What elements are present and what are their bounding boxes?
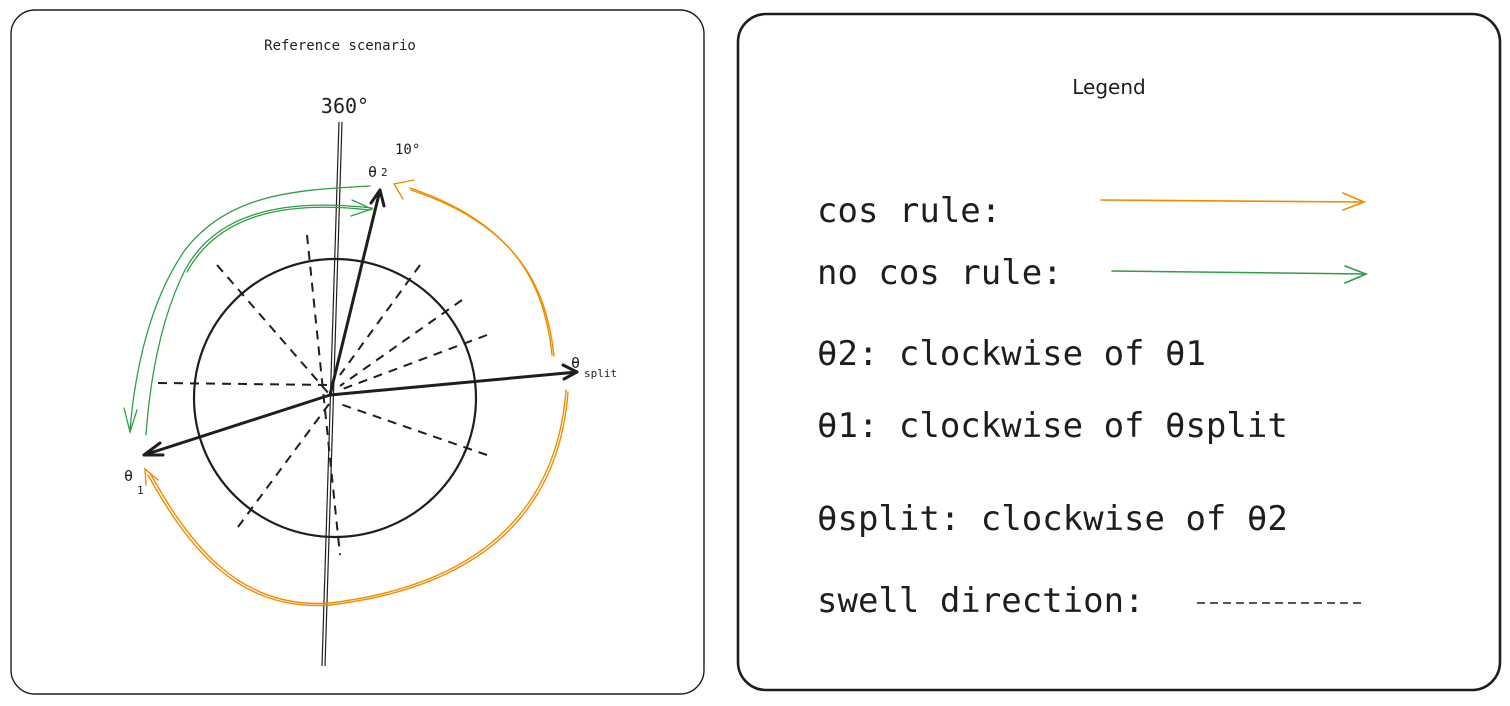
legend-frame bbox=[736, 12, 1502, 692]
theta2-symbol: θ bbox=[368, 163, 377, 181]
no-cos-rule-sample-arrow bbox=[1111, 265, 1369, 284]
theta1-symbol: θ bbox=[124, 467, 133, 485]
theta1-arrowhead bbox=[142, 441, 165, 457]
swell-line bbox=[237, 399, 333, 528]
thetasplit-arrowhead bbox=[561, 363, 579, 381]
nocos-arrow-sketch bbox=[186, 206, 371, 273]
swell-line bbox=[216, 264, 331, 396]
nocos-arrow-theta1-to-theta2 bbox=[145, 204, 373, 436]
cos-rule-label: cos rule: bbox=[817, 191, 1001, 231]
theta2-label: θ 2 10° bbox=[368, 142, 420, 181]
thetasplit-symbol: θ bbox=[571, 354, 580, 372]
direction-vectors bbox=[142, 188, 579, 457]
cos-rule-sample-arrow bbox=[1100, 192, 1367, 211]
thetasplit-vector bbox=[328, 370, 579, 397]
nocos-arrowhead bbox=[123, 407, 138, 435]
theta1-vector bbox=[142, 393, 332, 457]
theta1-label: θ 1 bbox=[124, 467, 144, 497]
cos-arrow-split-to-theta1 bbox=[149, 389, 567, 605]
cos-arrow-split-to-theta2 bbox=[409, 187, 553, 356]
legend-panel: Legend cos rule: no cos rule: θ2: clockw… bbox=[736, 12, 1502, 692]
cos-arrowhead bbox=[392, 179, 415, 200]
nocos-arrow-theta2-to-theta1 bbox=[129, 185, 371, 431]
theta2-subscript: 2 bbox=[381, 166, 388, 179]
cos-arrowhead bbox=[144, 467, 159, 486]
theta2-angle: 10° bbox=[395, 142, 420, 158]
swell-line bbox=[339, 264, 421, 376]
cos-arrow-split-to-theta2-sketch bbox=[410, 189, 555, 357]
no-cos-rule-arrows bbox=[123, 185, 374, 436]
swell-direction-lines bbox=[157, 234, 488, 556]
swell-line bbox=[306, 234, 341, 556]
thetasplit-subscript: split bbox=[584, 367, 617, 380]
swell-line bbox=[339, 299, 463, 387]
north-label: 360° bbox=[321, 94, 369, 118]
left-panel-frame bbox=[10, 9, 705, 695]
swell-direction-label: swell direction: bbox=[817, 581, 1145, 621]
swell-circle bbox=[192, 257, 478, 539]
cos-rule-arrows bbox=[144, 179, 569, 607]
legend-title: Legend bbox=[1072, 75, 1145, 99]
legend-line-theta1: θ1: clockwise of θsplit bbox=[817, 406, 1288, 446]
legend-line-theta2: θ2: clockwise of θ1 bbox=[817, 334, 1206, 374]
reference-scenario-panel: Reference scenario 360° bbox=[10, 9, 705, 695]
legend-line-thetasplit: θsplit: clockwise of θ2 bbox=[817, 499, 1288, 539]
thetasplit-label: θ split bbox=[571, 354, 617, 380]
swell-line bbox=[339, 334, 488, 391]
cos-arrow-split-to-theta1-sketch bbox=[147, 391, 569, 607]
swell-line bbox=[339, 403, 488, 456]
theta2-arrowhead bbox=[369, 188, 386, 208]
swell-line bbox=[157, 382, 331, 386]
panel-title: Reference scenario bbox=[264, 38, 416, 54]
theta2-vector bbox=[328, 188, 382, 397]
nocos-arrowhead bbox=[350, 199, 374, 217]
theta1-subscript: 1 bbox=[137, 484, 144, 497]
no-cos-rule-label: no cos rule: bbox=[817, 253, 1063, 293]
